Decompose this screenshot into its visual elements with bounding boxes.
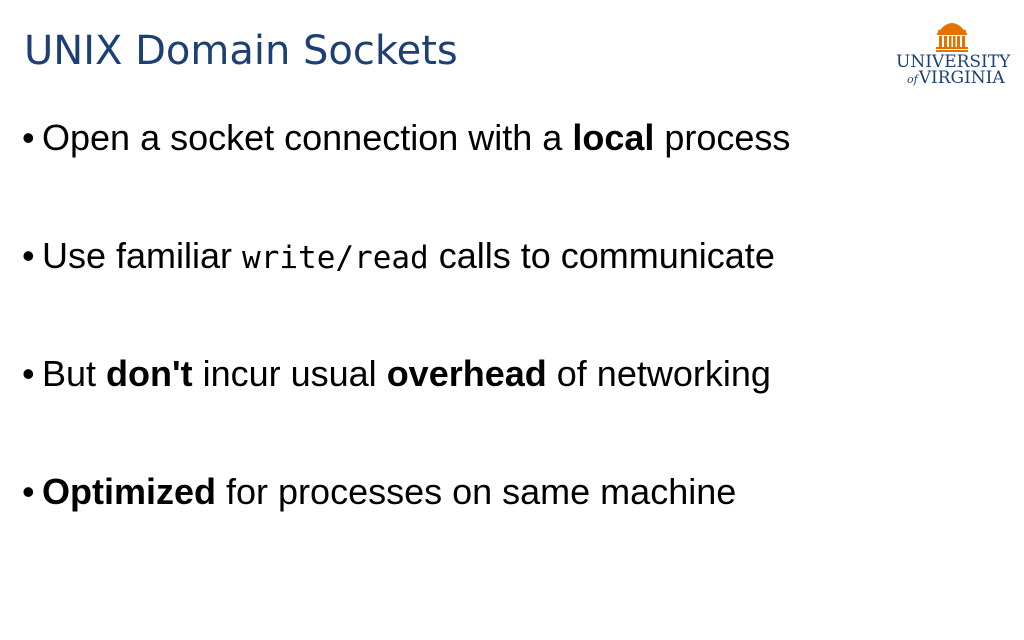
- bullet-emphasis: don't: [106, 353, 193, 394]
- bullet-list: •Open a socket connection with a local p…: [22, 108, 790, 580]
- code-write: write: [242, 240, 336, 276]
- bullet-item: •Use familiar write/read calls to commun…: [22, 226, 790, 344]
- bullet-text: But: [42, 353, 107, 394]
- bullet-text: of networking: [546, 353, 771, 394]
- bullet-item: •Open a socket connection with a local p…: [22, 108, 790, 226]
- code-read: read: [354, 240, 429, 276]
- bullet-text: Open a socket connection with a: [42, 117, 573, 158]
- bullet-text: for processes on same machine: [216, 471, 737, 512]
- bullet-text: calls to communicate: [428, 235, 775, 276]
- university-logo: UNIVERSITY ofVIRGINIA: [896, 18, 1010, 88]
- bullet-emphasis: local: [572, 117, 655, 158]
- logo-of: of: [907, 73, 918, 86]
- bullet-marker: •: [22, 235, 35, 276]
- bullet-text: process: [654, 117, 791, 158]
- bullet-marker: •: [22, 353, 35, 394]
- slide-title: UNIX Domain Sockets: [24, 28, 458, 74]
- bullet-item: •Optimized for processes on same machine: [22, 462, 790, 580]
- bullet-marker: •: [22, 117, 35, 158]
- rotunda-icon: [936, 23, 968, 52]
- bullet-marker: •: [22, 471, 35, 512]
- bullet-item: •But don't incur usual overhead of netwo…: [22, 344, 790, 462]
- bullet-emphasis: overhead: [386, 353, 547, 394]
- logo-wordmark-virginia: ofVIRGINIA: [907, 69, 1005, 89]
- bullet-text: incur usual: [192, 353, 387, 394]
- logo-virginia: VIRGINIA: [918, 68, 1005, 88]
- logo-wordmark-university: UNIVERSITY: [896, 52, 1011, 72]
- bullet-emphasis: Optimized: [42, 471, 217, 512]
- code-slash: /: [335, 240, 355, 276]
- bullet-text: Use familiar: [42, 235, 243, 276]
